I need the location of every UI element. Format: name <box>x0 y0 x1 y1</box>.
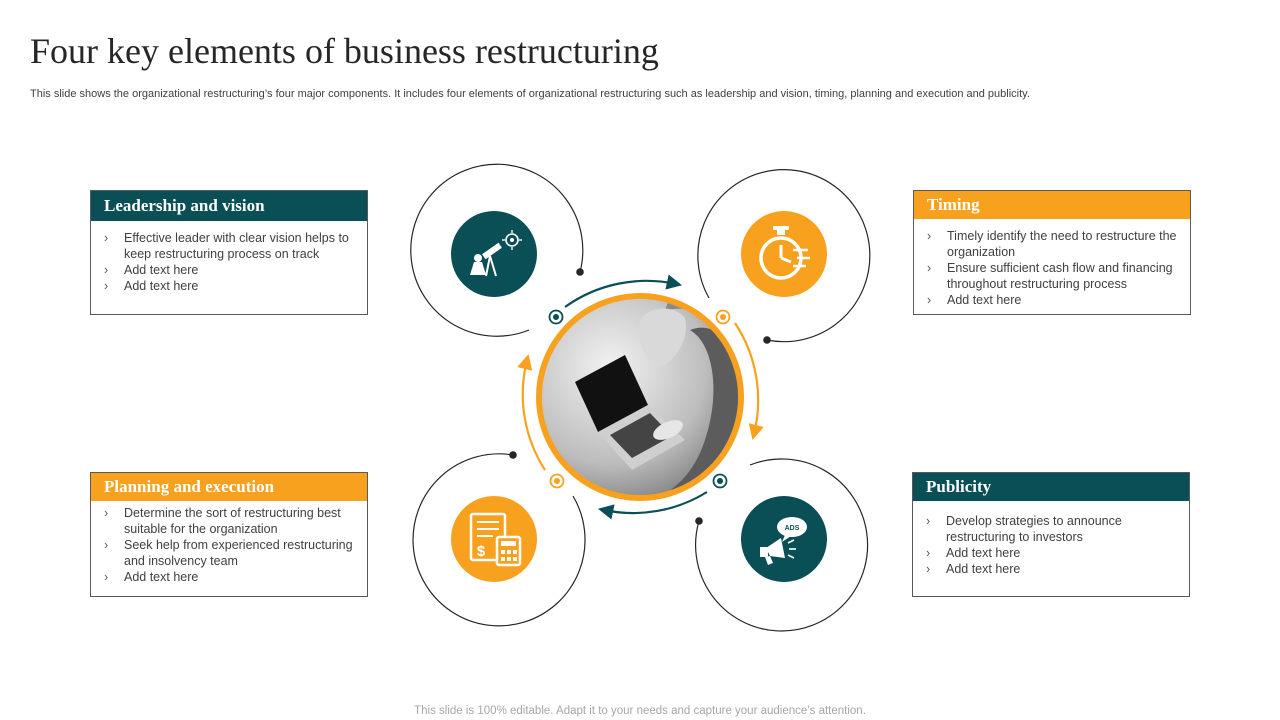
card-bullet-list: Effective leader with clear vision helps… <box>91 221 367 294</box>
card-bullet-list: Timely identify the need to restructure … <box>914 219 1190 308</box>
connector-dot-center <box>717 478 723 484</box>
bullet-item: Timely identify the need to restructure … <box>927 228 1184 260</box>
bullet-item: Add text here <box>104 569 361 585</box>
slide-footer: This slide is 100% editable. Adapt it to… <box>0 705 1280 717</box>
bullet-item: Effective leader with clear vision helps… <box>104 230 361 262</box>
card-timing: Timing Timely identify the need to restr… <box>913 190 1191 315</box>
connector-dot-center <box>720 314 726 320</box>
arc-end-dot <box>576 268 584 276</box>
card-heading: Leadership and vision <box>91 191 367 221</box>
connector-dot-center <box>553 314 559 320</box>
megaphone-ads-icon: ADS <box>741 496 827 582</box>
card-publicity: Publicity Develop strategies to announce… <box>912 472 1190 597</box>
connector-dot-center <box>554 478 560 484</box>
bullet-item: Ensure sufficient cash flow and financin… <box>927 260 1184 292</box>
document-calculator-icon: $ <box>451 496 537 582</box>
bullet-item: Add text here <box>104 278 361 294</box>
card-planning-and-execution: Planning and execution Determine the sor… <box>90 472 368 597</box>
card-heading: Timing <box>914 191 1190 219</box>
card-heading: Publicity <box>913 473 1189 501</box>
bullet-item: Seek help from experienced restructuring… <box>104 537 361 569</box>
telescope-target-icon <box>451 211 537 297</box>
bullet-item: Add text here <box>926 545 1183 561</box>
bullet-item: Add text here <box>926 561 1183 577</box>
stopwatch-icon <box>741 211 827 297</box>
arc-end-dot <box>763 336 771 344</box>
arc-end-dot <box>509 451 517 459</box>
card-heading: Planning and execution <box>91 473 367 501</box>
card-leadership-and-vision: Leadership and vision Effective leader w… <box>90 190 368 315</box>
bullet-item: Add text here <box>104 262 361 278</box>
bullet-item: Develop strategies to announce restructu… <box>926 513 1183 545</box>
ads-badge-text: ADS <box>785 525 800 532</box>
card-bullet-list: Determine the sort of restructuring best… <box>91 501 367 585</box>
arc-end-dot <box>695 517 703 525</box>
card-bullet-list: Develop strategies to announce restructu… <box>913 501 1189 577</box>
bullet-item: Add text here <box>927 292 1184 308</box>
center-photo <box>536 293 760 501</box>
svg-text:$: $ <box>477 543 486 560</box>
bullet-item: Determine the sort of restructuring best… <box>104 505 361 537</box>
